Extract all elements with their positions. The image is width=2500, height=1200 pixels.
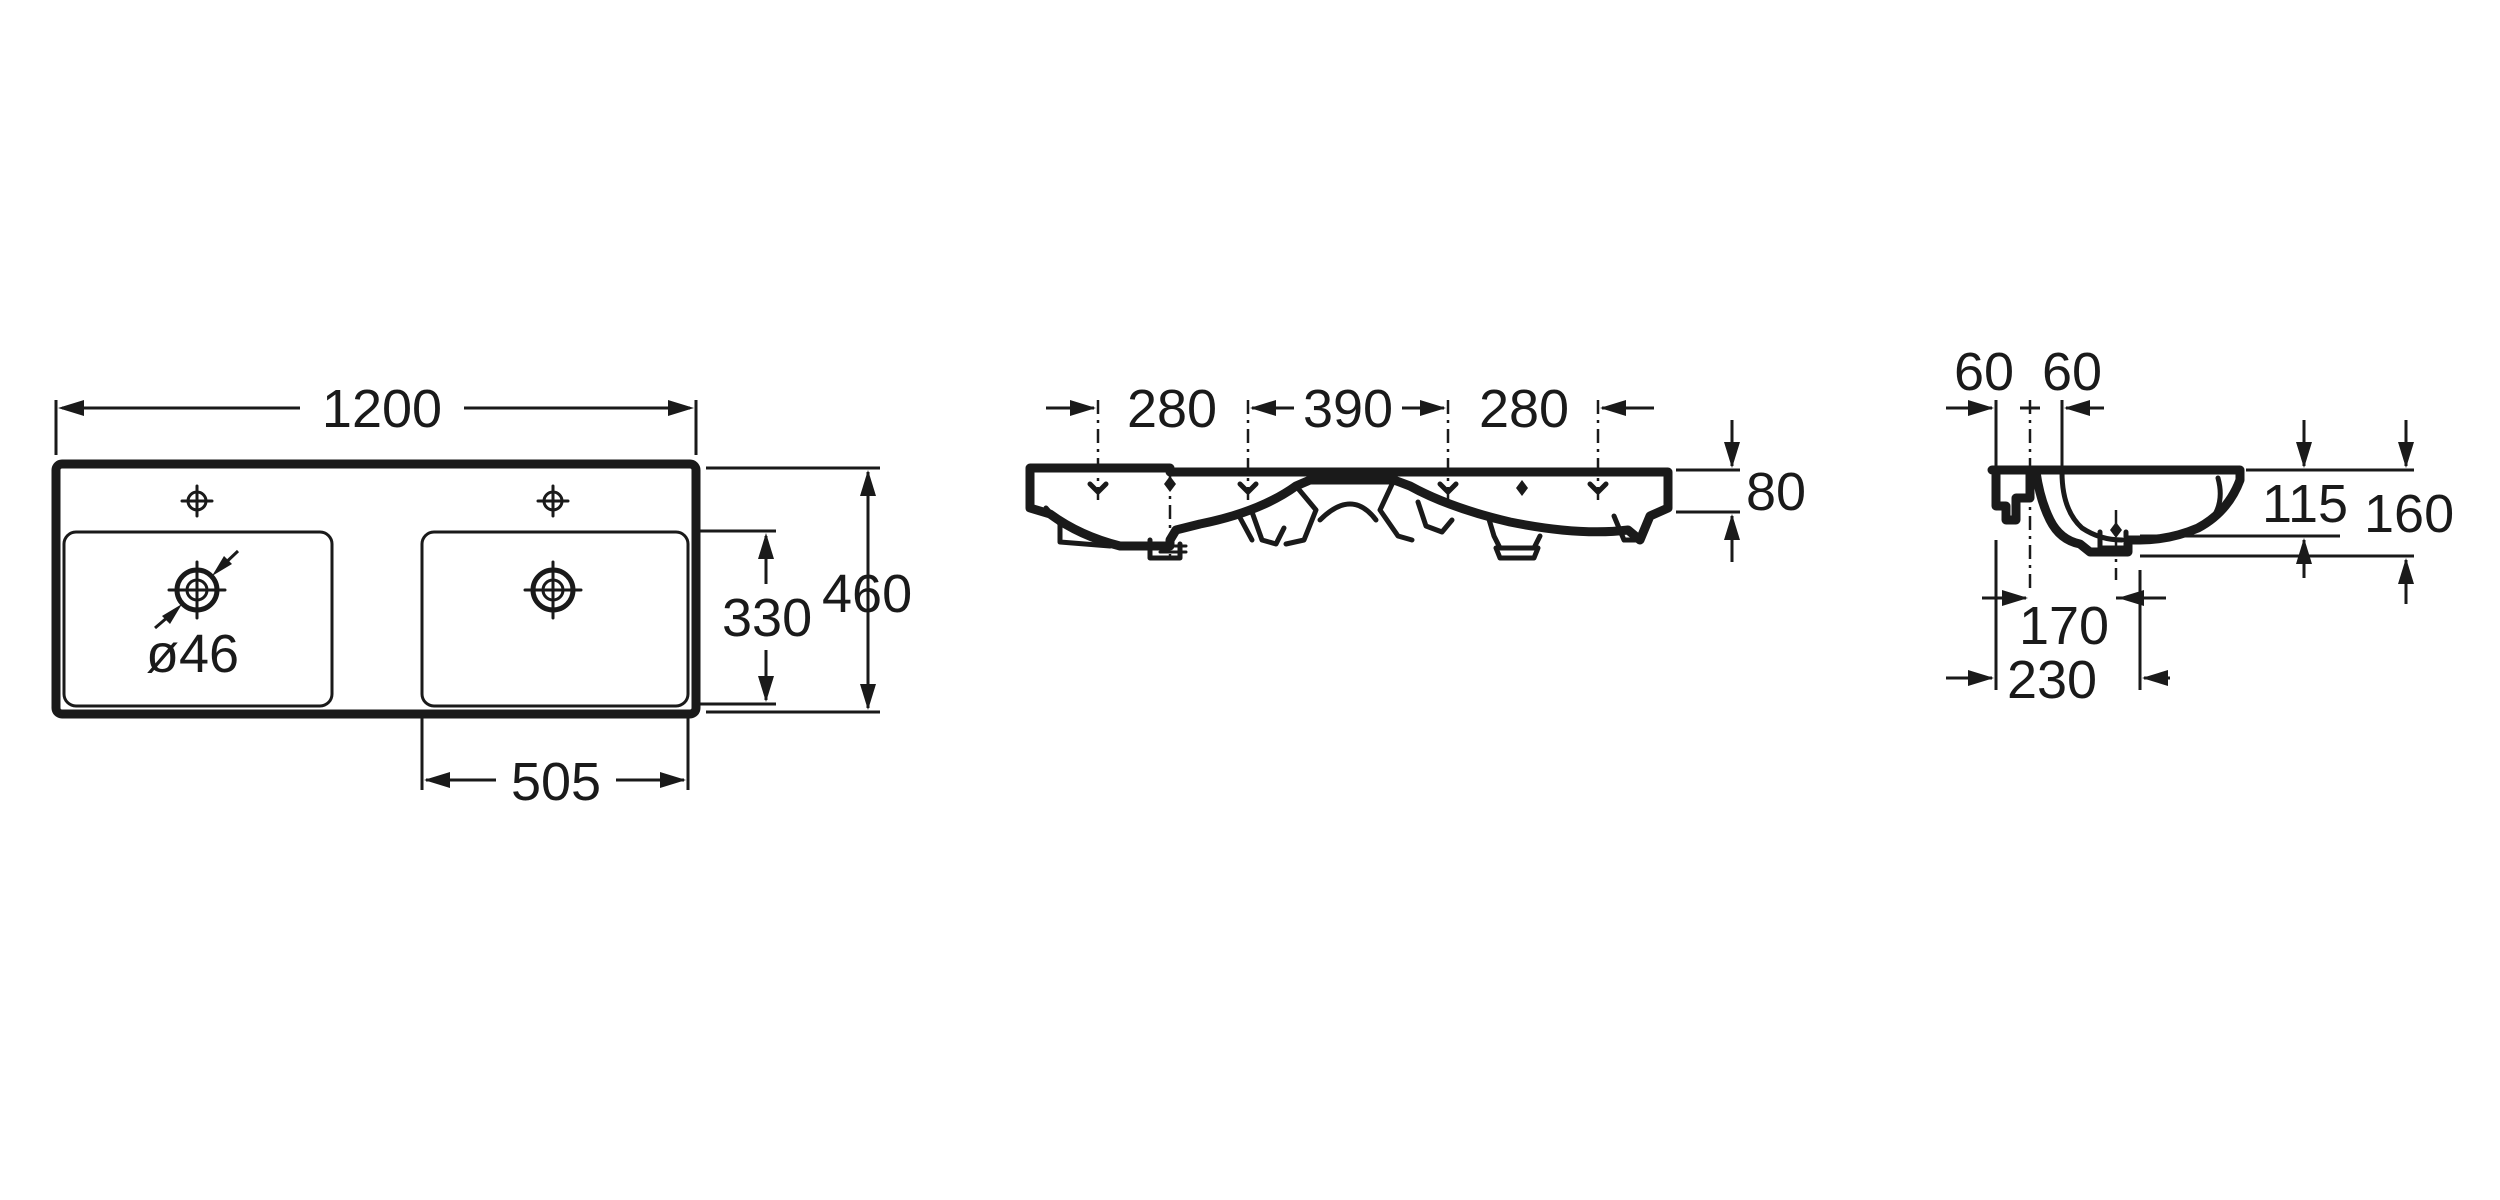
- side-bottom-outer-dimension-label: 230: [2007, 650, 2097, 710]
- left-bowl-outline: [62, 530, 334, 708]
- drain-icon-left: [167, 560, 227, 620]
- front-right-dimension-label: 280: [1479, 379, 1569, 439]
- side-top-left-dimension-label: 60: [1954, 342, 2014, 402]
- drain-icon-right: [523, 560, 583, 620]
- side-top-right-dimension-label: 60: [2042, 342, 2102, 402]
- bowl-depth-dimension-label: 330: [722, 588, 812, 648]
- right-bowl-outline: [420, 530, 690, 708]
- side-inner-height-dimension-label: 115: [2262, 474, 2348, 534]
- depth-dimension-label: 460: [822, 564, 912, 624]
- tap-hole-icon-right: [536, 484, 570, 518]
- front-height-dimension-label: 80: [1746, 462, 1806, 522]
- front-left-dimension-label: 280: [1127, 379, 1217, 439]
- tap-hole-icon-left: [180, 484, 214, 518]
- front-body-outline: [1025, 463, 1673, 551]
- bowl-width-dimension-label: 505: [511, 752, 601, 812]
- width-dimension-label: 1200: [322, 379, 442, 439]
- basin-outline: [51, 459, 701, 719]
- side-view: 60 60 115 160 170 230: [1946, 342, 2454, 710]
- tap-hole-diameter-label: ø46: [146, 624, 239, 684]
- side-bottom-inner-dimension-label: 170: [2019, 596, 2109, 656]
- side-total-height-dimension-label: 160: [2364, 484, 2454, 544]
- top-view: ø46 1200 460 330 505: [51, 379, 912, 812]
- front-middle-dimension-label: 390: [1303, 379, 1393, 439]
- front-view: 280 390 280 80: [1025, 379, 1806, 562]
